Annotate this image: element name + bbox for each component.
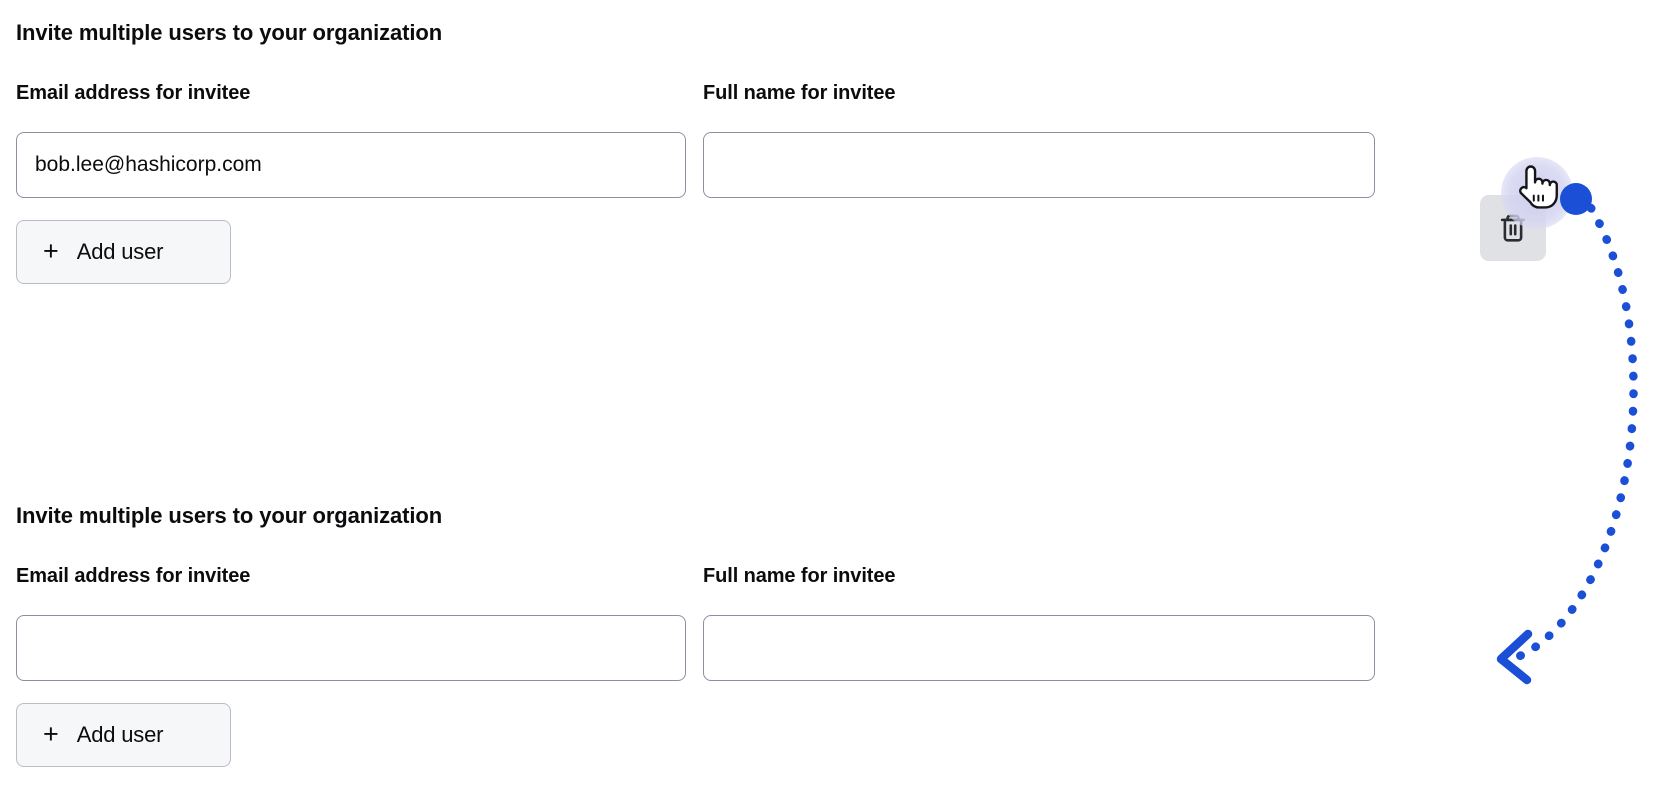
add-user-button[interactable]: + Add user: [16, 220, 231, 284]
invitee-row-1: Email address for invitee Full name for …: [0, 62, 1672, 261]
add-user-label-2: Add user: [76, 722, 164, 747]
email-input-2[interactable]: [16, 615, 686, 681]
fullname-field-label-2: Full name for invitee: [703, 565, 896, 587]
delete-invitee-button[interactable]: [1480, 195, 1546, 261]
email-field-label: Email address for invitee: [16, 82, 251, 104]
fullname-field-label: Full name for invitee: [703, 82, 896, 104]
blue-dot-marker: [1560, 183, 1592, 215]
plus-icon: +: [43, 235, 59, 266]
page-title-2: Invite multiple users to your organizati…: [16, 503, 443, 528]
plus-icon-2: +: [43, 718, 59, 749]
trash-icon: [1498, 212, 1528, 244]
invitee-row-2: Email address for invitee Full name for …: [0, 545, 1672, 681]
page-title: Invite multiple users to your organizati…: [16, 20, 443, 45]
fullname-input-2[interactable]: [703, 615, 1375, 681]
fullname-input[interactable]: [703, 132, 1375, 198]
email-field-label-2: Email address for invitee: [16, 565, 251, 587]
email-input[interactable]: [16, 132, 686, 198]
add-user-label: Add user: [76, 239, 164, 264]
add-user-button-2[interactable]: + Add user: [16, 703, 231, 767]
